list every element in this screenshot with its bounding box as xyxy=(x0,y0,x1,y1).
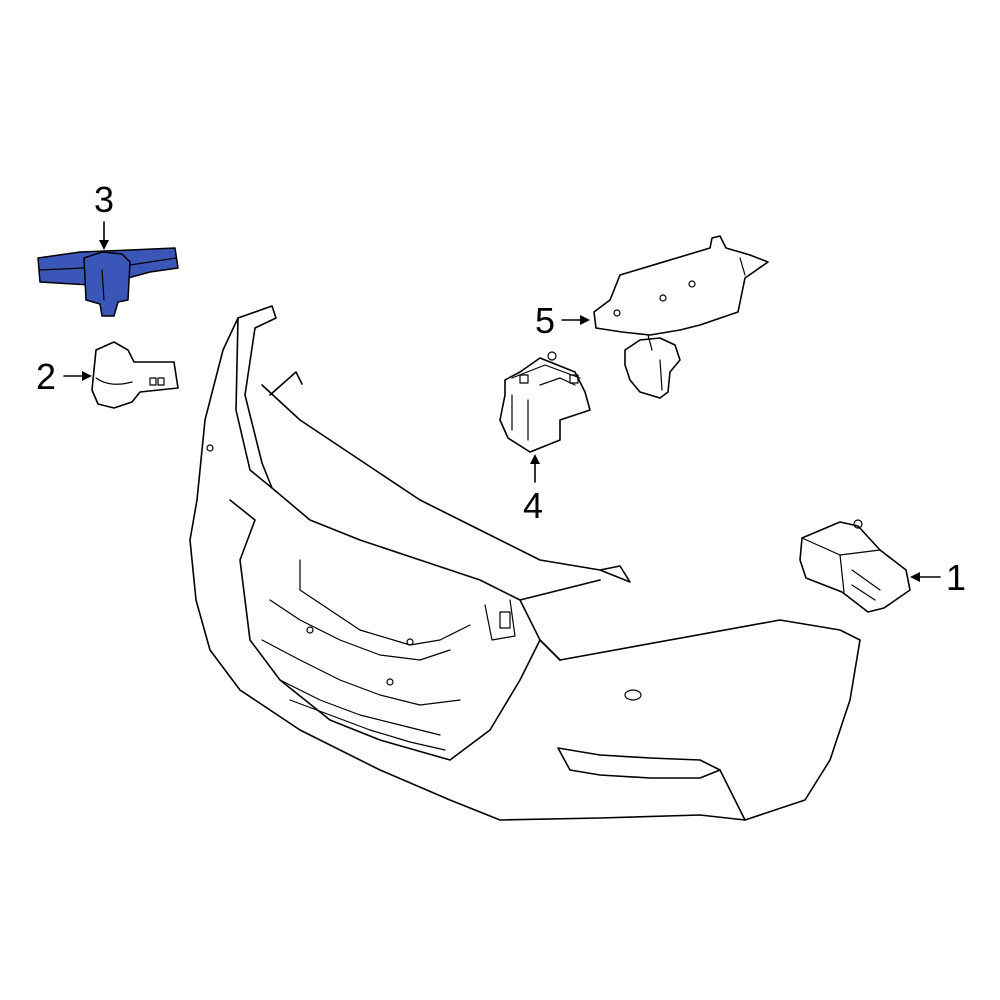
retainer-body xyxy=(83,251,131,317)
callout-3: 3 xyxy=(94,179,114,250)
part-4-bracket-clip[interactable] xyxy=(499,351,591,453)
part-3-sensor-retainer[interactable] xyxy=(37,247,179,317)
callout-5-label: 5 xyxy=(535,300,555,341)
callout-1-label: 1 xyxy=(946,557,966,598)
part-2-parking-sensor[interactable] xyxy=(91,341,179,409)
callout-1: 1 xyxy=(910,557,966,598)
part-1-wiring-connector[interactable] xyxy=(799,519,911,613)
callout-3-label: 3 xyxy=(94,179,114,220)
callout-2: 2 xyxy=(36,356,92,397)
callout-5: 5 xyxy=(535,300,590,341)
callout-2-label: 2 xyxy=(36,356,56,397)
callout-4-label: 4 xyxy=(523,485,543,526)
callout-4: 4 xyxy=(523,454,543,526)
part-5-sensor-bracket[interactable] xyxy=(593,235,769,399)
bumper-cover xyxy=(189,305,861,821)
